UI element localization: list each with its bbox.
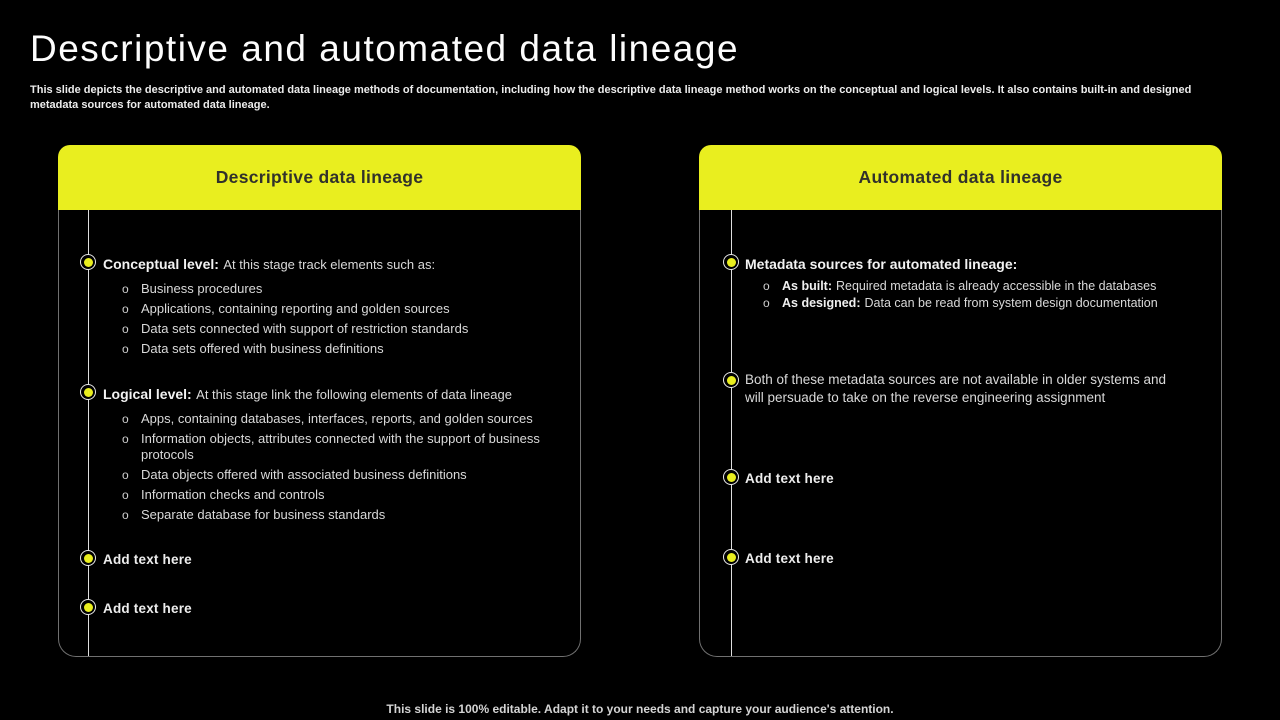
list-item-text: Applications, containing reporting and g…	[141, 301, 450, 316]
list-item: o Data sets offered with business definit…	[103, 341, 564, 357]
section-lead-text: At this stage track elements such as:	[223, 257, 436, 272]
circle-bullet-icon: o	[122, 508, 129, 522]
section-lead: Metadata sources for automated lineage:	[745, 256, 1018, 272]
panel-automated-body: Metadata sources for automated lineage: …	[699, 210, 1222, 657]
circle-bullet-icon: o	[122, 432, 129, 446]
placeholder-text[interactable]: Add text here	[103, 552, 192, 567]
sub-bullet-list: o As built: Required metadata is already a…	[745, 278, 1205, 311]
bullet-marker-icon	[80, 550, 96, 566]
placeholder-text[interactable]: Add text here	[745, 471, 834, 486]
list-item: o Separate database for business standard…	[103, 507, 564, 523]
circle-bullet-icon: o	[122, 342, 129, 356]
page-title: Descriptive and automated data lineage	[30, 28, 740, 69]
list-item-text: Apps, containing databases, interfaces, …	[141, 411, 533, 426]
placeholder-add-text[interactable]: Add text here	[745, 550, 1205, 568]
panel-descriptive-body: Conceptual level: At this stage track el…	[58, 210, 581, 657]
bullet-marker-icon	[723, 469, 739, 485]
section-lead: Logical level:	[103, 386, 192, 402]
sub-item-lead: As built:	[782, 279, 832, 293]
bullet-marker-icon	[80, 599, 96, 615]
panel-automated-data-lineage: Automated data lineage Metadata sources …	[699, 145, 1222, 657]
panel-automated-title: Automated data lineage	[858, 167, 1063, 187]
list-item: o Information objects, attributes connect…	[103, 431, 564, 463]
circle-bullet-icon: o	[763, 279, 770, 293]
panel-descriptive-title: Descriptive data lineage	[215, 167, 424, 187]
circle-bullet-icon: o	[122, 468, 129, 482]
section-logical-level: Logical level: At this stage link the fo…	[103, 386, 564, 527]
section-metadata-sources: Metadata sources for automated lineage: …	[745, 256, 1205, 312]
list-item: o Apps, containing databases, interfaces,…	[103, 411, 564, 427]
circle-bullet-icon: o	[122, 282, 129, 296]
panel-descriptive-data-lineage: Descriptive data lineage Conceptual leve…	[58, 145, 581, 657]
list-item-text: Data sets connected with support of rest…	[141, 321, 469, 336]
sub-bullet-list: o Apps, containing databases, interfaces,…	[103, 411, 564, 523]
circle-bullet-icon: o	[122, 488, 129, 502]
list-item: o As built: Required metadata is already a…	[745, 278, 1205, 294]
section-lead-text: At this stage link the following element…	[196, 387, 512, 402]
list-item: o Information checks and controls	[103, 487, 564, 503]
section-metadata-availability: Both of these metadata sources are not a…	[745, 371, 1205, 406]
footer-note: This slide is 100% editable. Adapt it to…	[386, 702, 894, 716]
bullet-dot-icon	[726, 257, 736, 267]
placeholder-add-text[interactable]: Add text here	[103, 600, 564, 618]
list-item: o As designed:Data can be read from syste…	[745, 295, 1205, 311]
bullet-dot-icon	[83, 387, 93, 397]
circle-bullet-icon: o	[122, 322, 129, 336]
bullet-dot-icon	[726, 375, 736, 385]
bullet-marker-icon	[723, 254, 739, 270]
circle-bullet-icon: o	[763, 296, 770, 310]
slide-description: This slide depicts the descriptive and a…	[30, 84, 1192, 111]
bullet-dot-icon	[726, 472, 736, 482]
placeholder-add-text[interactable]: Add text here	[103, 551, 564, 569]
sub-item-text: Required metadata is already accessible …	[836, 279, 1157, 293]
sub-item-lead: As designed:	[782, 296, 861, 310]
bullet-marker-icon	[723, 549, 739, 565]
panel-descriptive-header: Descriptive data lineage	[58, 145, 581, 210]
slide-footer: This slide is 100% editable. Adapt it to…	[0, 702, 1280, 716]
list-item-text: Separate database for business standards	[141, 507, 386, 522]
bullet-dot-icon	[83, 602, 93, 612]
sub-item-text: Data can be read from system design docu…	[864, 296, 1158, 310]
circle-bullet-icon: o	[122, 412, 129, 426]
timeline-line	[731, 210, 732, 656]
timeline-line	[88, 210, 89, 656]
bullet-marker-icon	[80, 254, 96, 270]
bullet-dot-icon	[726, 552, 736, 562]
section-paragraph: Both of these metadata sources are not a…	[745, 372, 1166, 405]
list-item-text: Business procedures	[141, 281, 263, 296]
placeholder-text[interactable]: Add text here	[103, 601, 192, 616]
list-item: o Data objects offered with associated bu…	[103, 467, 564, 483]
list-item-text: As built: Required metadata is already ac…	[782, 278, 1156, 294]
section-conceptual-level: Conceptual level: At this stage track el…	[103, 256, 564, 361]
circle-bullet-icon: o	[122, 302, 129, 316]
section-lead: Conceptual level:	[103, 256, 219, 272]
panel-automated-header: Automated data lineage	[699, 145, 1222, 210]
list-item-text: Information objects, attributes connecte…	[141, 431, 540, 462]
bullet-marker-icon	[80, 384, 96, 400]
placeholder-add-text[interactable]: Add text here	[745, 470, 1205, 488]
placeholder-text[interactable]: Add text here	[745, 551, 834, 566]
list-item: o Data sets connected with support of res…	[103, 321, 564, 337]
list-item-text: Data sets offered with business definiti…	[141, 341, 384, 356]
list-item-text: Data objects offered with associated bus…	[141, 467, 467, 482]
list-item: o Applications, containing reporting and …	[103, 301, 564, 317]
bullet-dot-icon	[83, 553, 93, 563]
bullet-marker-icon	[723, 372, 739, 388]
list-item-text: Information checks and controls	[141, 487, 325, 502]
list-item-text: As designed:Data can be read from system…	[782, 295, 1158, 311]
bullet-dot-icon	[83, 257, 93, 267]
list-item: o Business procedures	[103, 281, 564, 297]
